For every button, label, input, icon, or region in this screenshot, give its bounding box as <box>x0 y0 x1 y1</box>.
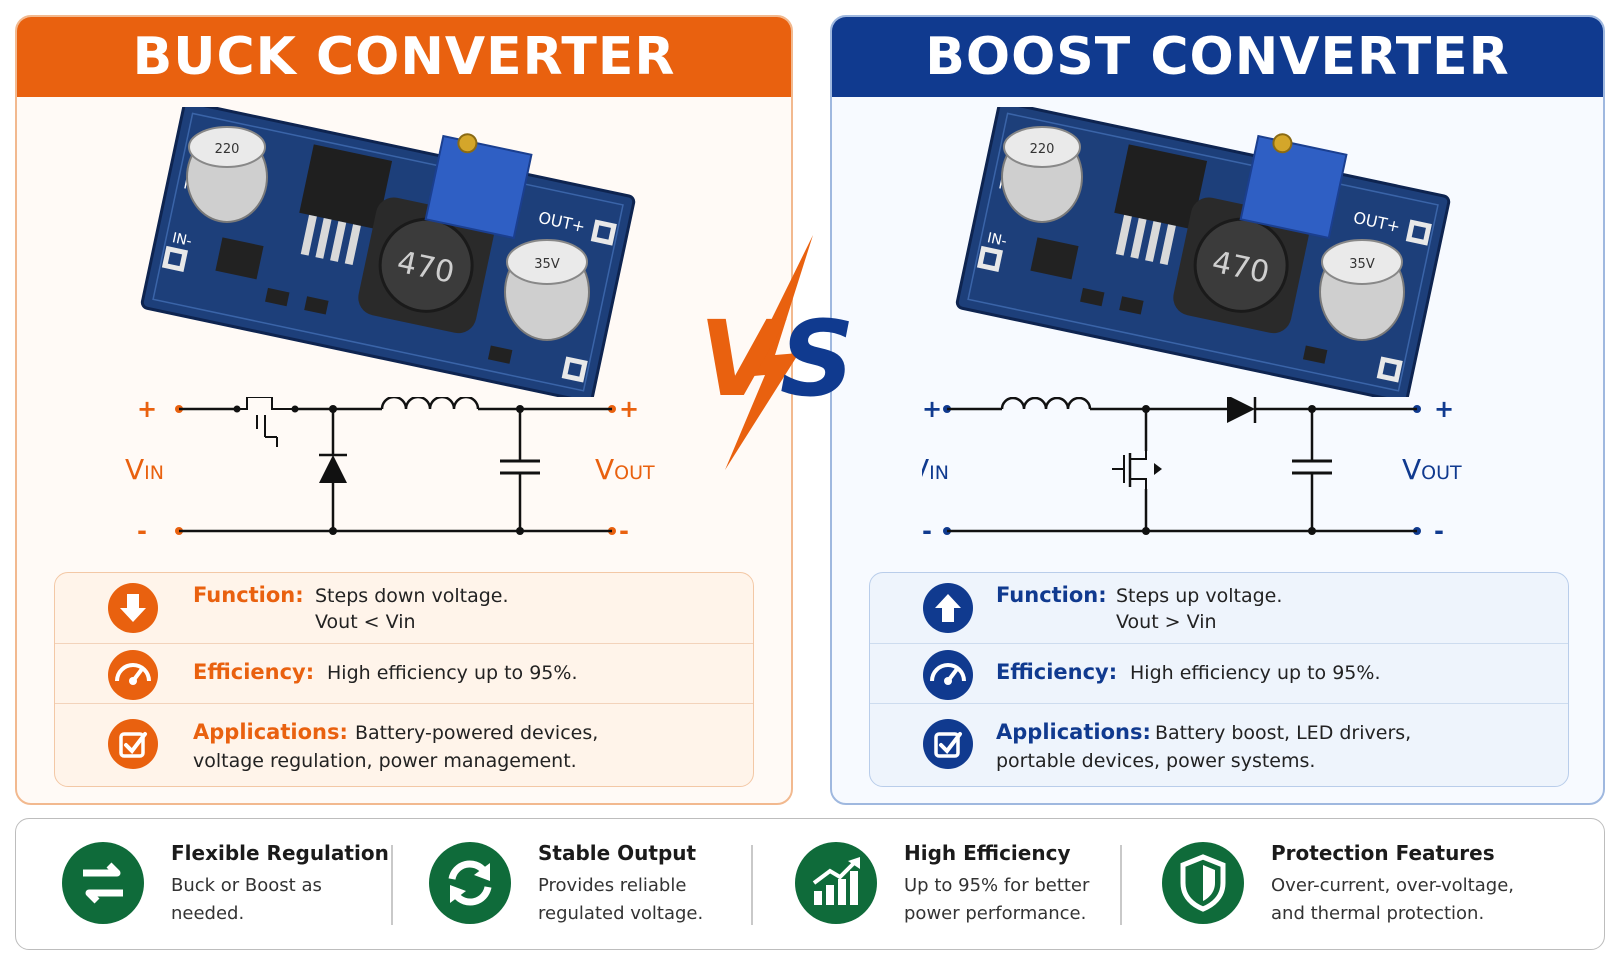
buck-efficiency-label: Efficiency: <box>193 660 315 684</box>
boost-circuit-diagram: + + - - VIN VOUT <box>922 397 1462 545</box>
buck-applications-text-2: voltage regulation, power management. <box>193 750 577 772</box>
speedometer-icon <box>108 650 158 700</box>
svg-text:-: - <box>922 517 932 545</box>
feature-divider <box>1120 845 1122 925</box>
feature-protection: Protection Features Over-current, over-v… <box>1131 819 1551 951</box>
growth-chart-icon <box>795 842 877 924</box>
buck-function-relation: Vout < Vin <box>315 611 416 633</box>
feature-title: Stable Output <box>538 841 697 865</box>
buck-efficiency-text: High efficiency up to 95%. <box>327 662 578 684</box>
boost-applications-text-1: Battery boost, LED drivers, <box>1155 722 1412 744</box>
refresh-cycle-icon <box>429 842 511 924</box>
lightning-bolt-icon <box>725 235 813 470</box>
shield-icon <box>1162 842 1244 924</box>
svg-text:35V: 35V <box>1349 257 1375 272</box>
svg-text:-: - <box>1434 517 1444 545</box>
svg-text:VIN: VIN <box>125 453 164 486</box>
svg-text:IN-: IN- <box>171 230 194 250</box>
buck-efficiency-row: Efficiency: High efficiency up to 95%. <box>55 643 753 704</box>
boost-function-row: Function: Steps up voltage. Vout > Vin <box>870 573 1568 643</box>
buck-board-image: 470 OUT+ IN- IN+ 220 35V <box>140 107 636 397</box>
feature-title: Protection Features <box>1271 841 1495 865</box>
svg-text:VOUT: VOUT <box>595 453 655 486</box>
buck-applications-row: Applications: Battery-powered devices, v… <box>55 703 753 789</box>
svg-text:-: - <box>619 517 629 545</box>
checkbox-icon <box>923 719 973 769</box>
boost-function-relation: Vout > Vin <box>1116 611 1217 633</box>
boost-function-label: Function: <box>996 583 1107 607</box>
boost-function-text: Steps up voltage. <box>1116 585 1283 607</box>
arrow-down-icon <box>108 583 158 633</box>
boost-board-image: 470 OUT+ IN- IN+ 220 35V <box>955 107 1451 397</box>
buck-function-text: Steps down voltage. <box>315 585 509 607</box>
boost-applications-row: Applications: Battery boost, LED drivers… <box>870 703 1568 789</box>
swap-arrows-icon <box>62 842 144 924</box>
boost-efficiency-text: High efficiency up to 95%. <box>1130 662 1381 684</box>
feature-divider <box>391 845 393 925</box>
checkbox-icon <box>108 719 158 769</box>
svg-text:VIN: VIN <box>922 453 949 486</box>
svg-text:-: - <box>137 517 147 545</box>
buck-applications-label: Applications: <box>193 720 348 744</box>
buck-converter-card: BUCK CONVERTER 470 OUT+ IN- IN+ <box>15 15 793 805</box>
svg-text:220: 220 <box>1030 142 1055 157</box>
svg-text:+: + <box>619 397 639 423</box>
buck-info-panel: Function: Steps down voltage. Vout < Vin… <box>54 572 754 787</box>
svg-text:+: + <box>1434 397 1454 423</box>
boost-converter-card: BOOST CONVERTER 470 OUT+ IN- IN+ <box>830 15 1605 805</box>
svg-text:+: + <box>922 397 942 423</box>
speedometer-icon <box>923 650 973 700</box>
feature-desc: Over-current, over-voltage,and thermal p… <box>1271 875 1514 924</box>
svg-text:35V: 35V <box>534 257 560 272</box>
feature-divider <box>751 845 753 925</box>
buck-function-label: Function: <box>193 583 304 607</box>
svg-text:+: + <box>137 397 157 423</box>
buck-title: BUCK CONVERTER <box>17 17 791 97</box>
boost-applications-label: Applications: <box>996 720 1151 744</box>
feature-title: High Efficiency <box>904 841 1071 865</box>
boost-applications-text-2: portable devices, power systems. <box>996 750 1316 772</box>
feature-title: Flexible Regulation <box>171 841 389 865</box>
boost-efficiency-label: Efficiency: <box>996 660 1118 684</box>
boost-info-panel: Function: Steps up voltage. Vout > Vin E… <box>869 572 1569 787</box>
boost-efficiency-row: Efficiency: High efficiency up to 95%. <box>870 643 1568 704</box>
versus-graphic: VS <box>699 235 855 470</box>
buck-function-row: Function: Steps down voltage. Vout < Vin <box>55 573 753 643</box>
svg-text:IN-: IN- <box>986 230 1009 250</box>
svg-text:VOUT: VOUT <box>1402 453 1462 486</box>
vs-text: VS <box>699 298 854 420</box>
svg-text:220: 220 <box>215 142 240 157</box>
arrow-up-icon <box>923 583 973 633</box>
boost-title: BOOST CONVERTER <box>832 17 1603 97</box>
buck-applications-text-1: Battery-powered devices, <box>355 722 599 744</box>
buck-circuit-diagram: + + - - VIN VOUT <box>125 397 655 545</box>
